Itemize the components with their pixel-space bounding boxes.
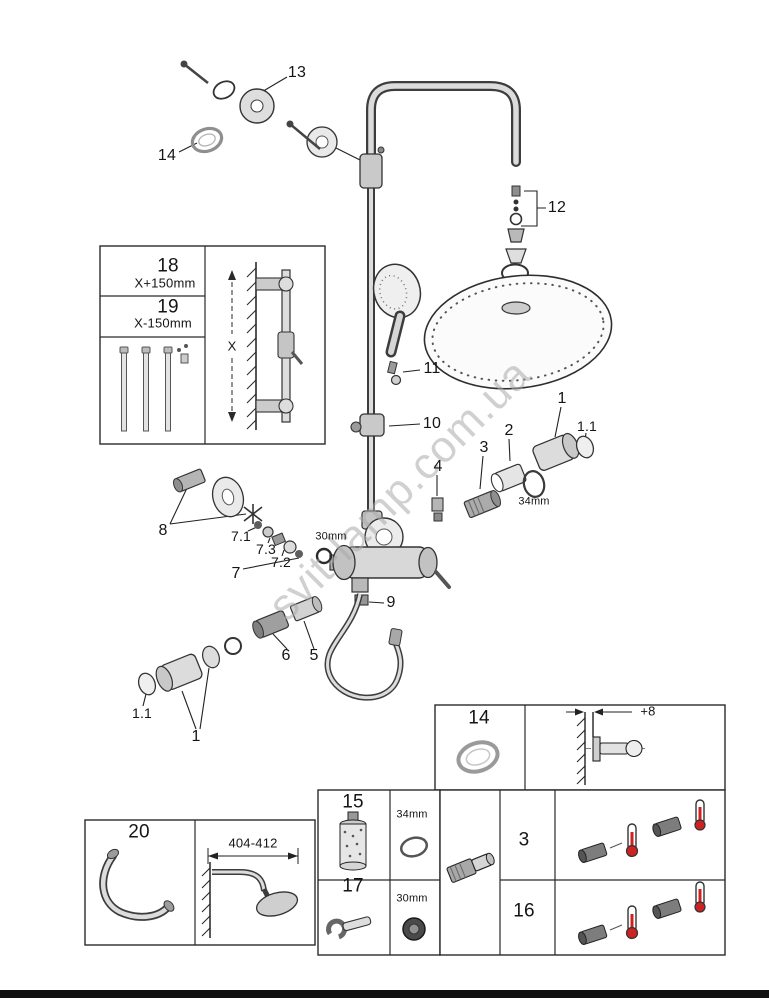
callout-10: 10 [422,415,442,432]
table-box-15-17 [317,789,441,956]
part-1-1-cap [575,435,595,459]
part-12-stack [501,185,529,283]
part-11 [387,360,402,386]
table-label-20: 20 [128,821,150,843]
part-1-chain-left [137,637,242,696]
callout-7-1: 7.1 [230,528,252,544]
callout-7: 7 [231,565,241,582]
inset-dim-19: X-150mm [134,315,192,331]
part-2-sleeve [490,463,527,493]
callout-11: 11 [423,360,441,377]
callout-3: 3 [479,439,489,456]
table-label-14: 14 [468,707,490,729]
ring-30mm [315,547,333,565]
part-10-slider [350,413,385,437]
thermostat-mixer [329,544,451,593]
table-label-16: 16 [513,900,535,922]
table-box-20 [84,819,316,946]
hand-shower [372,263,422,358]
bottom-bar [0,990,769,998]
part-14-gasket [190,126,224,154]
ring-34mm [522,470,546,498]
callout-6: 6 [281,647,291,664]
callout-1-1-left: 1.1 [131,705,153,721]
callout-12: 12 [547,199,567,216]
thermometer-row-1 [578,799,706,864]
shower-column [359,81,521,548]
table-dim-plus8: +8 [640,703,656,719]
table-label-15: 15 [342,791,364,813]
callout-8: 8 [158,522,168,539]
inset-box-18-19 [99,245,326,445]
part-8-chain [172,468,263,524]
inset-x-dim: X [224,339,240,353]
thermometer-row-2 [578,881,706,946]
table-label-17: 17 [342,875,364,897]
rain-shower-head [423,274,613,390]
part-3-coupling [463,490,502,519]
callout-4: 4 [433,458,443,475]
inset-dim-18: X+150mm [134,275,196,291]
table-dim-30mm: 30mm [396,892,428,905]
dim-34mm-right: 34mm [518,495,550,508]
callout-5: 5 [309,647,319,664]
part-13-group [180,60,321,150]
part-7-chain [254,521,303,558]
callout-14-top: 14 [157,147,177,164]
table-label-3: 3 [518,829,530,851]
dim-30mm-mid: 30mm [315,530,347,543]
part-4 [431,497,444,522]
callout-1-right: 1 [557,390,567,407]
part-5 [289,596,323,622]
callout-9: 9 [386,594,396,611]
shower-hose [324,593,404,701]
callout-7-2: 7.2 [270,554,292,570]
wall-escutcheon [306,126,338,158]
part-1-cylinder [532,432,580,471]
table-box-3-16 [439,789,726,956]
table-box-14 [434,704,726,791]
callout-2: 2 [504,422,514,439]
callout-13: 13 [287,64,307,81]
callout-1-1-right: 1.1 [576,418,598,434]
table-dim-404: 404-412 [228,835,278,851]
callout-7-3: 7.3 [255,541,277,557]
inset-label-19: 19 [157,296,179,318]
table-dim-34mm: 34mm [396,808,428,821]
leader-lines [142,76,587,730]
inset-label-18: 18 [157,255,179,277]
callout-1-left: 1 [191,728,201,745]
part-6 [252,610,289,639]
